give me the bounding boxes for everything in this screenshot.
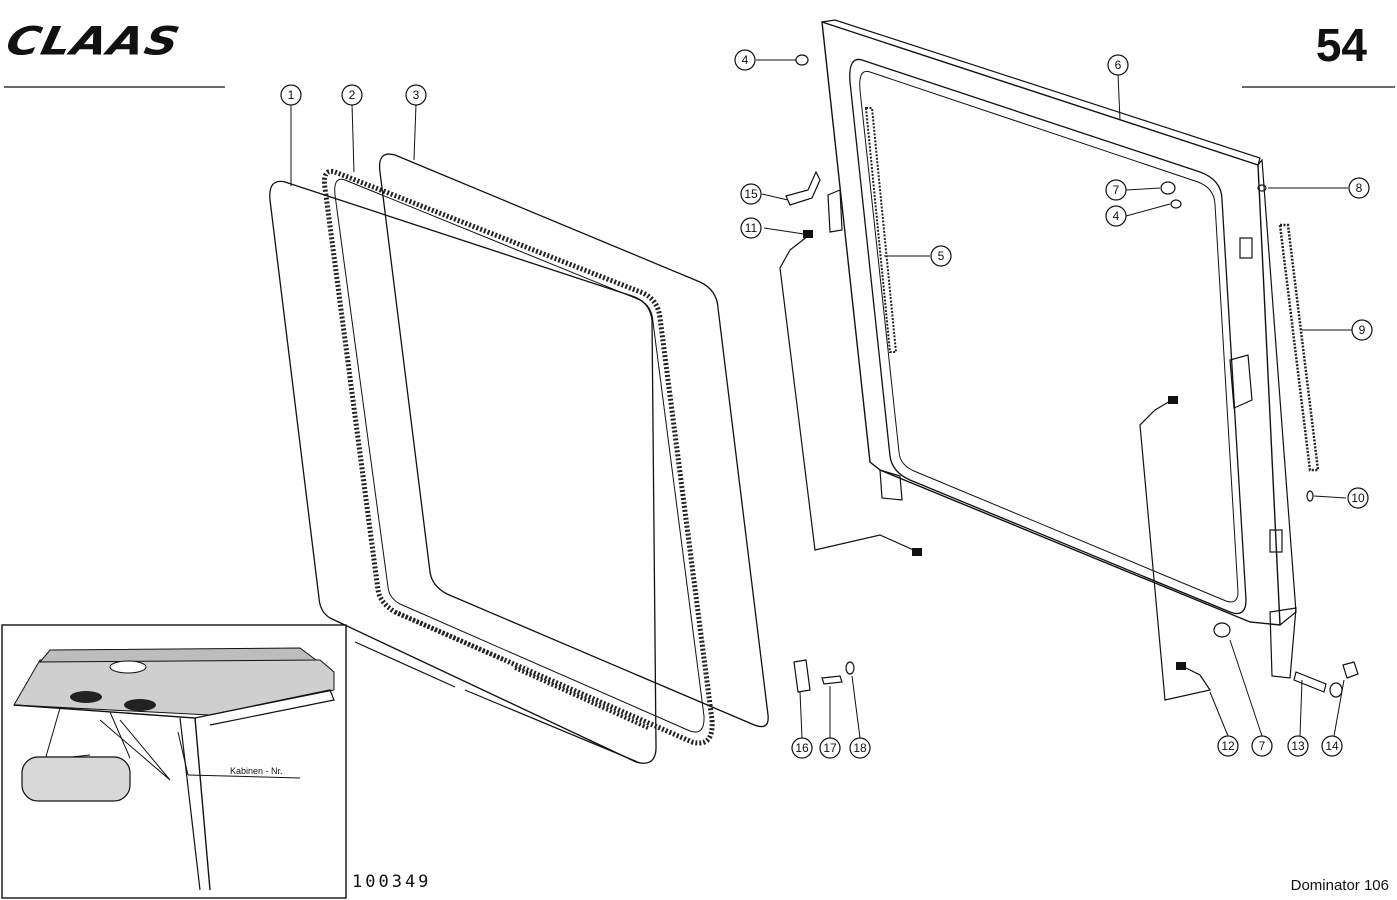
washer-18 <box>845 661 855 675</box>
nut-14 <box>1342 661 1359 679</box>
svg-text:12: 12 <box>1221 739 1235 753</box>
callout-16: 16 <box>791 737 813 759</box>
svg-text:8: 8 <box>1356 181 1363 195</box>
svg-text:3: 3 <box>413 88 420 102</box>
svg-text:2: 2 <box>349 88 356 102</box>
callout-14: 14 <box>1321 735 1343 757</box>
callout-13: 13 <box>1287 735 1309 757</box>
svg-text:7: 7 <box>1113 183 1120 197</box>
svg-text:4: 4 <box>742 53 749 67</box>
cab-number-label: Kabinen - Nr. <box>230 766 283 776</box>
callout-leaders <box>290 59 1352 739</box>
plug-4-mid <box>1170 199 1182 209</box>
callout-18: 18 <box>849 737 871 759</box>
svg-text:14: 14 <box>1325 739 1339 753</box>
svg-text:5: 5 <box>938 249 945 263</box>
callout-7-top: 7 <box>1105 179 1127 201</box>
inset-roof-top <box>38 647 318 663</box>
lower-hinge <box>1269 529 1283 553</box>
svg-text:17: 17 <box>823 741 837 755</box>
inset-label-rule <box>187 774 301 779</box>
callout-7-bottom: 7 <box>1251 735 1273 757</box>
callout-12: 12 <box>1217 735 1239 757</box>
callout-3: 3 <box>405 84 427 106</box>
side-seal-strip <box>1278 223 1320 472</box>
vertical-seal-strip <box>864 107 898 353</box>
door-frame-inner-lip <box>859 70 1239 603</box>
latch-plate <box>1229 354 1253 409</box>
callout-9: 9 <box>1351 319 1373 341</box>
callout-2: 2 <box>341 84 363 106</box>
screw-17 <box>821 675 843 685</box>
plug-8 <box>1257 184 1267 192</box>
bracket-15 <box>785 170 821 206</box>
rear-glass-pane <box>378 153 769 728</box>
inset-roof-hatch <box>109 660 147 674</box>
clip-10 <box>1306 490 1314 502</box>
door-cable <box>1139 399 1211 701</box>
svg-text:9: 9 <box>1359 323 1366 337</box>
callout-6: 6 <box>1107 54 1129 76</box>
callout-10: 10 <box>1347 487 1369 509</box>
door-frame-inner-opening <box>849 58 1247 615</box>
page-number: 54 <box>1315 19 1367 71</box>
callout-1: 1 <box>280 84 302 106</box>
callout-17: 17 <box>819 737 841 759</box>
inset-pillar <box>179 717 201 891</box>
svg-text:4: 4 <box>1113 209 1120 223</box>
wire-connector <box>803 230 813 238</box>
svg-text:15: 15 <box>744 187 758 201</box>
wiring-harness <box>779 235 919 553</box>
glass-pane <box>269 180 657 764</box>
callout-8: 8 <box>1348 177 1370 199</box>
inset-pointer-lines <box>99 719 171 781</box>
svg-text:10: 10 <box>1351 491 1365 505</box>
svg-text:6: 6 <box>1115 58 1122 72</box>
door-cable-plug <box>1176 662 1186 670</box>
window-seal <box>322 168 715 746</box>
window-seal-inner-edge <box>334 178 705 733</box>
drawing-number: 100349 <box>352 872 432 892</box>
seal-strip-2 <box>514 666 649 730</box>
svg-text:18: 18 <box>853 741 867 755</box>
callout-15: 15 <box>740 183 762 205</box>
corner-bracket <box>1269 607 1297 679</box>
door-frame-side-edge <box>1257 158 1297 626</box>
seal-strip-edge-2 <box>464 689 641 764</box>
upper-hinge <box>1239 237 1253 259</box>
inset-label-leader <box>177 731 189 776</box>
svg-text:7: 7 <box>1259 739 1266 753</box>
model-name: Dominator 106 <box>1290 877 1389 894</box>
callout-11: 11 <box>740 217 762 239</box>
svg-text:13: 13 <box>1291 739 1305 753</box>
callout-4-top: 4 <box>734 49 756 71</box>
svg-text:16: 16 <box>795 741 809 755</box>
callout-4-mid: 4 <box>1105 205 1127 227</box>
callout-5: 5 <box>930 245 952 267</box>
clip-16 <box>793 659 811 693</box>
inset-mirror <box>21 756 131 802</box>
frame-foot-bracket <box>879 469 903 501</box>
plug-7-top <box>1160 181 1176 195</box>
frame-mount-plate <box>827 189 843 233</box>
wire-connector-end <box>912 548 922 556</box>
door-cable-connector <box>1168 396 1178 404</box>
inset-light-right <box>124 699 156 711</box>
bolt-13 <box>1293 671 1327 693</box>
plug-7-bottom <box>1213 622 1231 638</box>
door-frame-top-edge <box>821 19 1261 166</box>
seal-strip <box>394 610 506 662</box>
inset-light-left <box>70 691 102 703</box>
inset-window-frame-right <box>194 689 335 726</box>
seal-strip-edge <box>354 641 456 688</box>
svg-text:11: 11 <box>745 221 758 235</box>
svg-text:1: 1 <box>288 88 295 102</box>
